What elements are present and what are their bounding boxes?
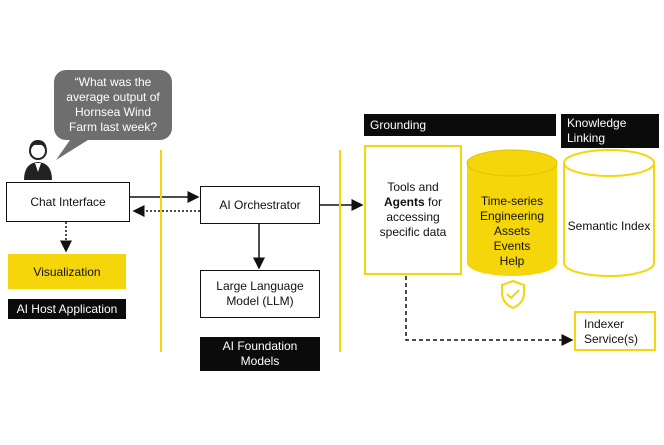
data-store-cylinder — [466, 149, 558, 276]
arrow-tools-to-indexer — [405, 276, 574, 346]
knowledge-header-line1: Knowledge — [567, 116, 627, 130]
data-store-item: Time-series — [480, 194, 544, 208]
visualization-label: Visualization — [33, 264, 101, 279]
data-store-list: Time-series Engineering Assets Events He… — [467, 194, 557, 269]
llm-label-line1: Large Language — [216, 279, 304, 293]
grounding-header: Grounding — [364, 114, 556, 136]
tools-and-agents-box[interactable]: Tools and Agents for accessing specific … — [364, 145, 462, 275]
shield-check-icon — [501, 279, 525, 310]
ai-foundation-models-label: AI Foundation Models — [200, 337, 320, 371]
llm-box[interactable]: Large Language Model (LLM) — [200, 270, 320, 318]
tools-line2-rest: for — [424, 195, 442, 209]
semantic-index-cylinder — [563, 149, 655, 277]
data-store-item: Engineering — [479, 209, 545, 223]
ai-foundation-text-line2: Models — [240, 354, 280, 368]
ai-orchestrator-box[interactable]: AI Orchestrator — [200, 186, 320, 224]
chat-interface-label: Chat Interface — [30, 194, 106, 209]
data-store-item: Events — [493, 239, 531, 253]
separator-line-right — [339, 150, 341, 352]
llm-label-line2: Model (LLM) — [226, 294, 294, 308]
grounding-header-text: Grounding — [370, 118, 427, 132]
knowledge-linking-header: Knowledge Linking — [561, 114, 659, 148]
ai-foundation-text-line1: AI Foundation — [222, 339, 298, 353]
tools-line3: accessing — [386, 210, 440, 224]
semantic-index-text: Semantic Index — [567, 219, 651, 233]
ai-host-application-text: AI Host Application — [16, 302, 118, 316]
ai-host-application-label: AI Host Application — [8, 299, 126, 319]
speech-bubble-tail — [56, 140, 88, 160]
chat-interface-box[interactable]: Chat Interface — [6, 182, 130, 222]
indexer-service-box[interactable]: Indexer Service(s) — [574, 311, 656, 351]
semantic-index-label: Semantic Index — [564, 219, 654, 234]
speech-bubble-text: “What was the average output of Hornsea … — [66, 75, 160, 134]
data-store-item: Assets — [493, 224, 530, 238]
tools-line4: specific data — [379, 225, 447, 239]
knowledge-header-line2: Linking — [567, 131, 606, 145]
indexer-line2: Service(s) — [584, 332, 639, 346]
data-store-item: Help — [499, 254, 525, 268]
speech-bubble: “What was the average output of Hornsea … — [54, 70, 172, 140]
separator-line-left — [160, 150, 162, 352]
visualization-box[interactable]: Visualization — [8, 254, 126, 289]
tools-line2: Agents for — [384, 195, 442, 210]
user-icon — [24, 140, 52, 180]
agents-bold-text: Agents — [383, 195, 425, 209]
ai-orchestrator-label: AI Orchestrator — [219, 197, 301, 212]
indexer-line1: Indexer — [584, 317, 625, 331]
tools-line1: Tools and — [387, 180, 439, 194]
